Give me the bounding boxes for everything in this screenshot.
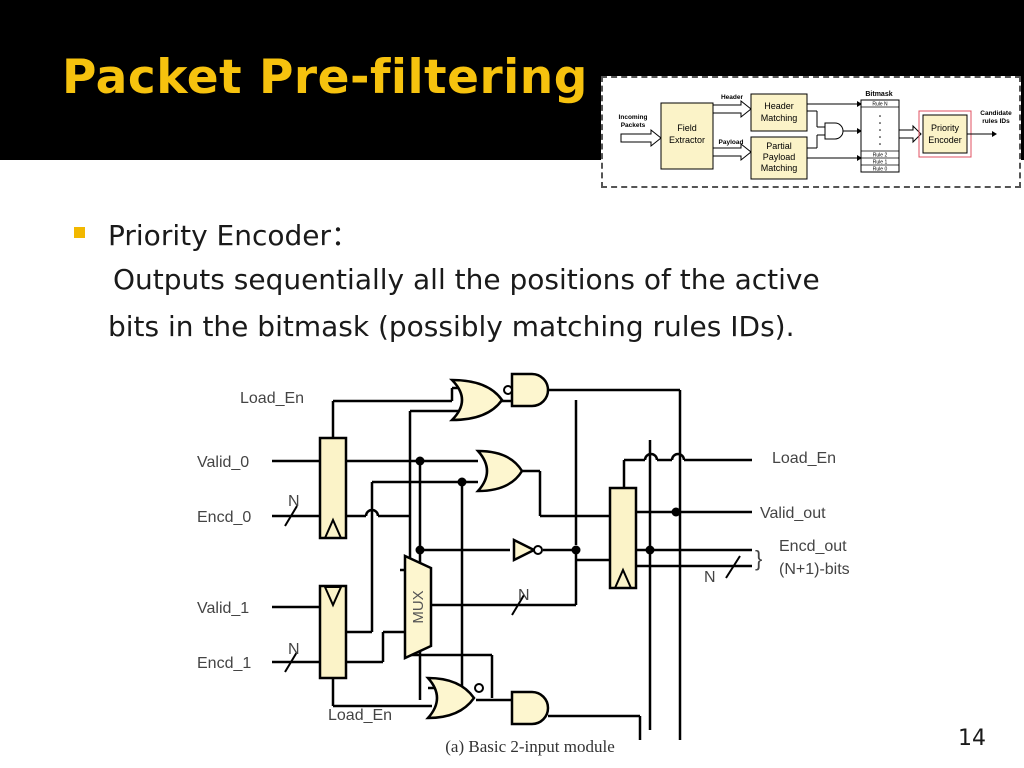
- header-arrow: [712, 99, 752, 119]
- arrowhead: [857, 101, 862, 107]
- header-matching-label: Matching: [761, 113, 798, 123]
- bullet-text-line: bits in the bitmask (possibly matching r…: [108, 310, 795, 343]
- junction-dot: [671, 507, 681, 517]
- architecture-diagram: Incoming Packets Field Extractor Header …: [601, 76, 1021, 188]
- arrowhead: [857, 128, 862, 134]
- field-extractor-label: Field: [677, 123, 697, 133]
- register-1: [318, 584, 348, 680]
- slide-number: 14: [958, 726, 986, 751]
- and-gate: [824, 122, 844, 140]
- circuit-diagram: MUX Load_En Valid_0 Encd_0 Valid_1 Encd_…: [197, 372, 850, 756]
- header-matching-box: [750, 93, 808, 132]
- output-register: [608, 486, 638, 590]
- rule-label: Rule 0: [873, 167, 888, 173]
- rule-label: Rule 2: [873, 153, 888, 159]
- bullet-marker: [74, 227, 85, 238]
- load-en-top-label: Load_En: [240, 390, 304, 407]
- bus-slash: [725, 555, 741, 579]
- bus-slash: [284, 651, 298, 673]
- bullet-text-line: Outputs sequentially all the positions o…: [113, 263, 820, 296]
- inverter: [512, 537, 537, 563]
- wire-crossover: [670, 452, 686, 461]
- inversion-bubble: [503, 385, 513, 395]
- partial-payload-label: Payload: [763, 152, 796, 162]
- encd-out-bits-label: (N+1)-bits: [779, 561, 850, 578]
- partial-payload-matching-box: [750, 136, 808, 180]
- mux-block: [403, 554, 433, 660]
- incoming-packets-label: Packets: [621, 122, 646, 129]
- bitmask-arrow: [898, 124, 922, 144]
- bitmask-box: [860, 99, 900, 173]
- n-label: N: [288, 493, 300, 510]
- n-label: N: [288, 641, 300, 658]
- ellipsis-dot: [879, 122, 881, 124]
- junction-dot: [415, 456, 425, 466]
- ellipsis-dot: [879, 129, 881, 131]
- register-0: [318, 436, 348, 540]
- or-gate-bottom: [425, 676, 476, 720]
- inversion-bubble: [474, 683, 484, 693]
- junction-dot: [415, 545, 425, 555]
- inversion-bubble: [533, 545, 543, 555]
- partial-payload-label: Partial: [766, 141, 792, 151]
- encd-out-label: Encd_out: [779, 538, 847, 555]
- candidate-rules-label: rules IDs: [982, 118, 1010, 125]
- mux-label: MUX: [410, 590, 427, 623]
- candidate-rules-label: Candidate: [980, 110, 1012, 117]
- incoming-packets-label: Incoming: [619, 114, 648, 121]
- field-extractor-box: [660, 102, 714, 170]
- field-extractor-label: Extractor: [669, 135, 705, 145]
- ellipsis-dot: [879, 136, 881, 138]
- payload-arrow: [712, 142, 752, 162]
- valid-out-label: Valid_out: [760, 505, 826, 522]
- ellipsis-dot: [879, 115, 881, 117]
- rule-label: Rule N: [872, 102, 888, 108]
- n-label: N: [704, 569, 716, 586]
- and-gate-top: [510, 372, 550, 408]
- ellipsis-dot: [879, 143, 881, 145]
- load-en-bottom-label: Load_En: [328, 707, 392, 724]
- and-gate-bottom: [510, 690, 550, 726]
- slide-title: Packet Pre-filtering: [62, 50, 588, 105]
- priority-encoder-label: Priority: [931, 123, 960, 133]
- valid-1-label: Valid_1: [197, 600, 249, 617]
- encd-1-label: Encd_1: [197, 655, 251, 672]
- bus-slash: [284, 505, 298, 527]
- n-label: N: [518, 587, 530, 604]
- valid-0-label: Valid_0: [197, 454, 249, 471]
- priority-encoder-box: [922, 114, 968, 154]
- payload-label: Payload: [719, 139, 744, 146]
- junction-dot: [571, 545, 581, 555]
- junction-dot: [645, 545, 655, 555]
- bus-slash: [511, 594, 525, 616]
- junction-dot: [457, 477, 467, 487]
- or-gate-top: [448, 378, 504, 422]
- header-matching-label: Header: [764, 101, 794, 111]
- load-en-out-label: Load_En: [772, 450, 836, 467]
- incoming-arrow: [620, 128, 662, 148]
- arrowhead: [992, 131, 997, 137]
- bus-brace: }: [755, 546, 762, 571]
- circuit-caption: (a) Basic 2-input module: [445, 737, 615, 756]
- arrowhead: [857, 155, 862, 161]
- bitmask-label: Bitmask: [865, 91, 892, 98]
- rule-label: Rule 1: [873, 160, 888, 166]
- partial-payload-label: Matching: [761, 163, 798, 173]
- header-label: Header: [721, 94, 744, 101]
- or-gate-middle: [475, 449, 524, 493]
- priority-encoder-label: Encoder: [928, 135, 962, 145]
- bullet-heading: Priority Encoder：: [108, 219, 360, 252]
- encd-0-label: Encd_0: [197, 509, 251, 526]
